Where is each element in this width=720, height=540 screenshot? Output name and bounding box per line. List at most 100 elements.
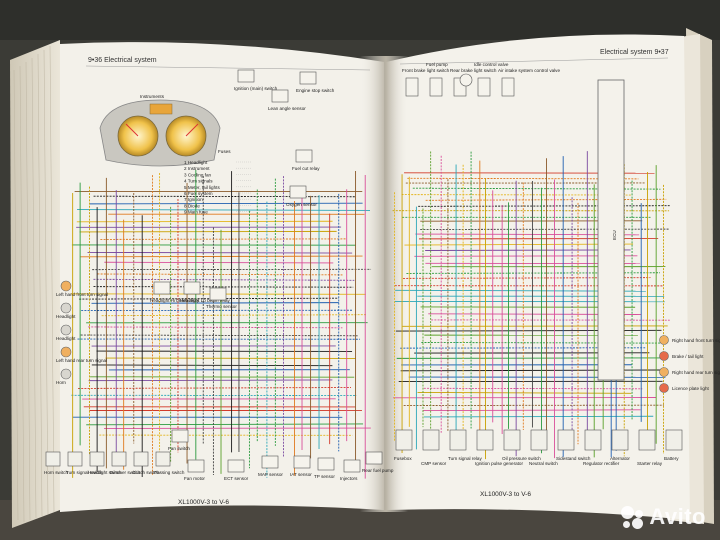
wire-horizontal [93, 286, 354, 288]
component-label: ECT sensor [224, 476, 249, 481]
component-box [530, 429, 548, 451]
component-label: Oxygen sensor [286, 202, 317, 207]
component-box [271, 89, 289, 103]
component-label: Alternator [610, 456, 630, 461]
fuse-list-item: 6 Fuel system [184, 191, 213, 196]
switch-box [89, 451, 105, 467]
component-label: Sidestand switch [556, 456, 591, 461]
switch-box [155, 451, 171, 467]
component-box [665, 429, 683, 451]
lamp-icon [60, 280, 72, 292]
switch-label: Passing switch [154, 470, 185, 475]
lamp-label: Horn [56, 380, 66, 385]
component-label: Oil pressure switch [502, 456, 541, 461]
left-footer-model: XL1000V-3 to V-6 [178, 499, 229, 506]
component-label: Fusebox [394, 456, 412, 461]
component-label: Fan switch [168, 446, 190, 451]
component-label: Headlight Lo beam relay [180, 298, 230, 303]
component-box [429, 77, 443, 97]
wire-horizontal [91, 364, 333, 367]
component-label: Fuel cut relay [292, 166, 320, 171]
instrument-cluster [99, 99, 221, 167]
lamp-label: Right hand rear turn signal [672, 370, 720, 375]
switch-label: Clutch switch [132, 470, 160, 475]
component-label: Air intake system control valve [498, 68, 560, 73]
left-page-header: 9•36 Electrical system [88, 57, 157, 64]
component-label: Neutral switch [529, 461, 558, 466]
lamp-label: Headlight [56, 336, 76, 341]
component-label: Rear brake light switch [450, 68, 497, 73]
wire-horizontal [88, 379, 333, 382]
component-box [209, 287, 227, 301]
component-box [405, 77, 419, 97]
fuse-list-item: 2 Instrument [184, 166, 210, 171]
component-box [501, 77, 515, 97]
wire-horizontal [97, 273, 343, 276]
component-box [261, 455, 279, 469]
component-label: Fan motor [184, 476, 205, 481]
component-box [187, 459, 205, 473]
fuse-list-item: 1 Headlight [184, 160, 208, 165]
instrument-label: Instruments [140, 94, 165, 99]
component-box [153, 281, 171, 295]
wire-horizontal [93, 278, 355, 281]
switch-box [133, 451, 149, 467]
right-footer-model: XL1000V-3 to V-6 [480, 491, 531, 498]
svg-text:Fuses: Fuses [218, 149, 231, 154]
lamp-icon [659, 367, 669, 377]
wire-horizontal [76, 220, 333, 223]
component-label: Injectors [340, 476, 358, 481]
switch-label: Turn signal switch [66, 470, 103, 475]
switch-box [45, 451, 61, 467]
lamp-icon [659, 351, 669, 361]
lamp-icon [60, 346, 72, 358]
lamp-label: Left hand front turn signal [56, 292, 108, 297]
wire-horizontal [100, 238, 346, 240]
switch-label: Dimmer switch [110, 470, 141, 475]
page-stack-left [10, 40, 60, 528]
wire-horizontal [77, 209, 370, 211]
component-box [395, 429, 413, 451]
switch-label: Horn switch [44, 470, 68, 475]
fuel-pump-motor-icon [459, 73, 473, 87]
ecu-box [597, 79, 625, 381]
wire-horizontal [101, 314, 367, 317]
component-label: Turn signal relay [448, 456, 482, 461]
right-page-header: Electrical system 9•37 [600, 49, 669, 56]
fuse-list-item: 8 Diode [184, 203, 200, 208]
wire-horizontal [417, 391, 632, 394]
component-box [289, 185, 307, 199]
lamp-label: Brake / tail light [672, 354, 704, 359]
fuse-list-item: 4 Turn signals [184, 179, 213, 184]
component-box [422, 429, 440, 451]
fuse-list-item: 5 Meter, tail lights [184, 185, 220, 190]
component-label: Thermo sensor [206, 304, 237, 309]
component-box [227, 459, 245, 473]
component-label: Battery [664, 456, 679, 461]
lamp-icon [659, 335, 669, 345]
component-box [365, 451, 383, 465]
component-label: Idle control valve [474, 62, 509, 67]
component-label: Lean angle sensor [268, 106, 306, 111]
component-box [171, 429, 189, 443]
component-label: Headlight Hi beam relay [150, 298, 200, 303]
wire-horizontal [86, 423, 364, 426]
component-box [343, 459, 361, 473]
component-box [611, 429, 629, 451]
component-box [295, 149, 313, 163]
wire-horizontal [80, 334, 358, 337]
wire-horizontal [422, 409, 641, 412]
fuse-list-item: 3 Cooling fan [184, 172, 212, 177]
component-box [638, 429, 656, 451]
component-box [183, 281, 201, 295]
wire-horizontal [87, 251, 353, 254]
lamp-icon [60, 302, 72, 314]
component-label: Starter relay [637, 461, 663, 466]
component-label: TP sensor [314, 474, 335, 479]
component-box [317, 457, 335, 471]
lamp-icon [60, 324, 72, 336]
